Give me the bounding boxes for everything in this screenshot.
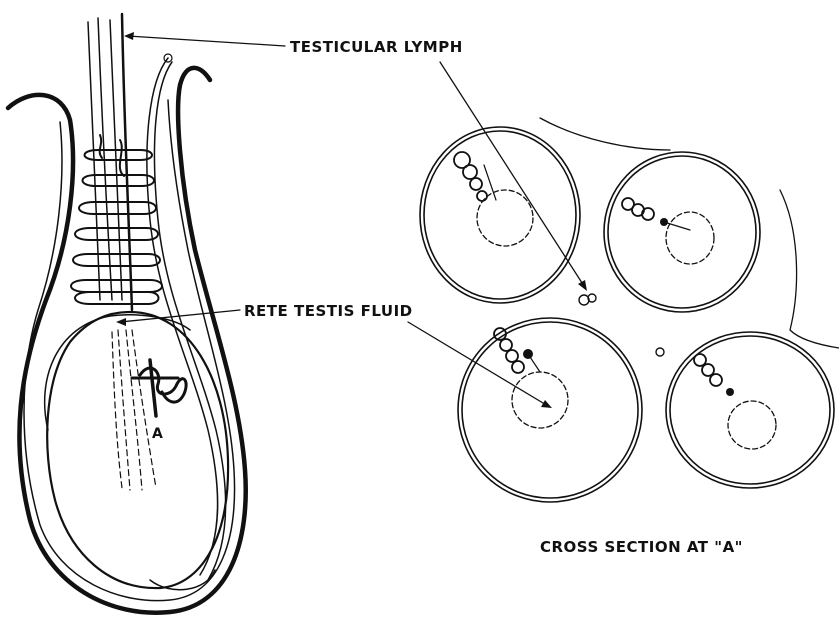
lymph-leader-cord: [128, 36, 285, 46]
label-testicular-lymph: TESTICULAR LYMPH: [290, 38, 463, 56]
tubule-top-right: [604, 152, 760, 312]
tubule-bottom-right: [666, 332, 834, 488]
rete-testis: [140, 368, 186, 402]
lymph-arrowhead-2: [578, 280, 587, 291]
epididymis-tail: [150, 570, 215, 590]
seminiferous-tubules: [112, 330, 156, 490]
marker-a: A: [152, 426, 163, 442]
tubule-bottom-left: [458, 318, 642, 502]
rete-leader-section: [408, 322, 548, 406]
rete-arrowhead-2: [541, 400, 552, 408]
label-cross-section: CROSS SECTION AT "A": [540, 538, 743, 556]
interstitial-line-2: [780, 190, 839, 348]
interstitial-vessels: [579, 294, 664, 356]
tubule-top-left: [420, 127, 580, 303]
rete-arrowhead: [116, 318, 126, 326]
epididymis-head: [45, 315, 190, 430]
lymph-leader-section: [440, 62, 584, 286]
interstitial-line-1: [540, 118, 670, 150]
cross-section: CROSS SECTION AT "A": [420, 118, 839, 556]
label-rete-testis-fluid: RETE TESTIS FLUID: [244, 302, 413, 320]
lymph-arrowhead: [124, 32, 134, 40]
testis-body: [47, 312, 228, 588]
venous-plexus: [71, 135, 162, 304]
